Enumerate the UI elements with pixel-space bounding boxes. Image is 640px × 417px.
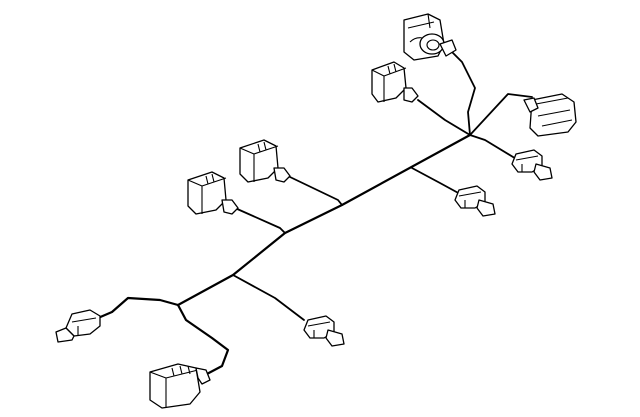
upper-left-connector <box>239 139 291 183</box>
right-large-connector <box>523 93 577 137</box>
left-mid-connector <box>187 171 239 215</box>
branch-left-mid <box>234 207 286 234</box>
trunk-to-left-connector <box>96 296 180 320</box>
branch-upper-left <box>289 176 343 206</box>
branch-lower-right <box>232 274 305 321</box>
branch-top-left <box>417 99 471 136</box>
trunk-upper <box>176 133 472 307</box>
lower-right-connector <box>303 315 345 347</box>
right-small-connector <box>511 149 553 181</box>
branch-right-large <box>469 93 533 136</box>
branch-mid-right <box>411 167 463 196</box>
large-round-connector <box>403 13 457 61</box>
left-small-connector <box>55 309 101 343</box>
branch-right-small <box>469 134 519 161</box>
top-left-connector <box>371 61 419 103</box>
mid-right-connector <box>454 185 496 217</box>
branch-top-round <box>449 49 476 136</box>
bottom-connector <box>149 363 211 409</box>
branch-wires <box>232 49 533 321</box>
trunk-to-bottom-connector <box>176 303 230 377</box>
